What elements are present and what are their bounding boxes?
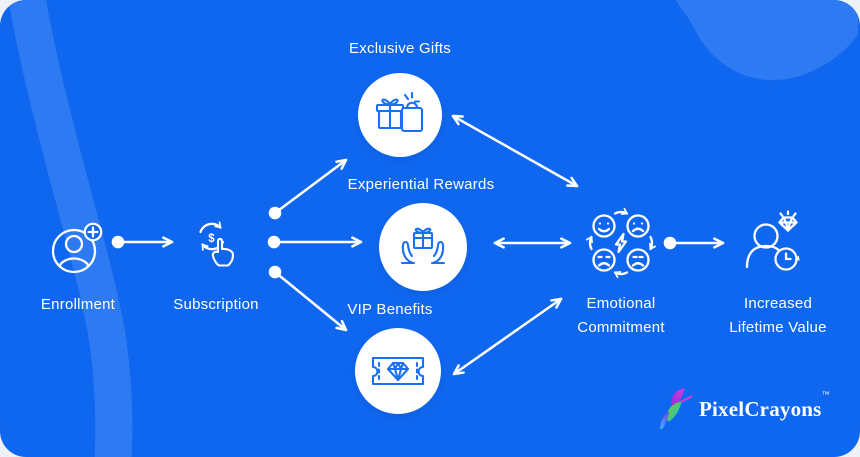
hands-holding-gift-icon [400,227,446,265]
increased-lifetime-value-label: Increased Lifetime Value [729,295,827,336]
experiential-rewards-label: Experiential Rewards [347,176,495,193]
emotions-cycle-icon [585,207,657,279]
vip-benefits-label: VIP Benefits [347,301,433,318]
svg-text:$: $ [208,233,215,245]
vip-benefits-circle [355,328,441,414]
ticket-diamond-icon [371,356,425,386]
experiential-rewards-circle [379,203,467,291]
logo-wordmark: PixelCrayons [699,396,822,421]
enrollment-label: Enrollment [40,296,116,313]
exclusive-gifts-circle [358,73,442,157]
face-eyes [598,222,644,225]
hummingbird-logo-icon [659,388,693,429]
edge-vip-emotional [452,297,563,376]
pixelcrayons-logo: PixelCrayons™ [656,388,830,430]
gift-and-bag-icon [375,91,424,133]
logo-trademark: ™ [821,389,830,399]
user-add-icon [51,222,103,274]
tap-payment-icon: $ [199,221,235,267]
subscription-label: Subscription [173,296,259,313]
exclusive-gifts-label: Exclusive Gifts [348,40,452,57]
user-diamond-clock-icon [745,210,800,271]
emotional-commitment-label: Emotional Commitment [577,295,665,336]
